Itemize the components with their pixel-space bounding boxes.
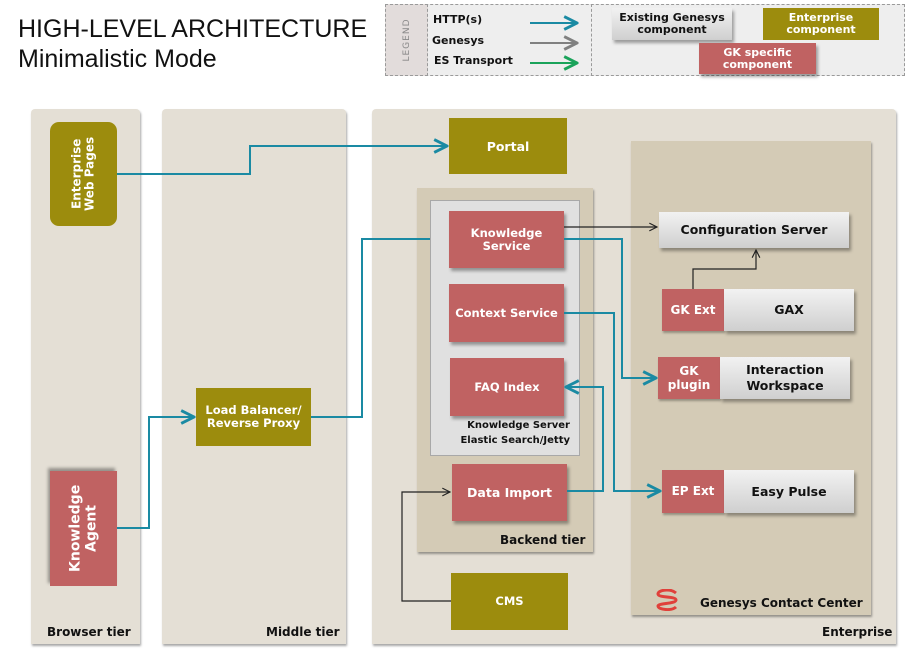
- enterprise-tier-label: Enterprise: [822, 625, 893, 639]
- genesys-logo-icon: [656, 589, 678, 611]
- legend-genesys-label: Genesys: [432, 34, 485, 47]
- gk-ext[interactable]: GK Ext: [662, 289, 724, 331]
- gax[interactable]: GAX: [724, 289, 854, 331]
- data-import[interactable]: Data Import: [452, 464, 567, 521]
- legend-es-transport-label: ES Transport: [434, 54, 513, 67]
- cms[interactable]: CMS: [451, 573, 568, 630]
- knowledge-server-label: Knowledge Server Elastic Search/Jetty: [440, 418, 570, 448]
- legend-tab: LEGEND: [385, 4, 428, 76]
- middle-tier-label: Middle tier: [266, 625, 340, 639]
- knowledge-server-label-2: Elastic Search/Jetty: [460, 435, 570, 446]
- middle-tier: [162, 109, 346, 644]
- title-line-1: HIGH-LEVEL ARCHITECTURE: [18, 15, 368, 43]
- page-title: HIGH-LEVEL ARCHITECTURE Minimalistic Mod…: [18, 14, 367, 74]
- legend-tab-label: LEGEND: [401, 18, 412, 62]
- load-balancer[interactable]: Load Balancer/ Reverse Proxy: [196, 388, 311, 446]
- interaction-workspace[interactable]: Interaction Workspace: [720, 357, 850, 399]
- legend-existing-genesys-component: Existing Genesys component: [612, 8, 732, 40]
- browser-tier-label: Browser tier: [47, 625, 131, 639]
- configuration-server[interactable]: Configuration Server: [659, 212, 849, 248]
- enterprise-web-pages[interactable]: Enterprise Web Pages: [50, 122, 117, 226]
- legend-divider: [591, 4, 592, 76]
- knowledge-server-label-1: Knowledge Server: [467, 420, 570, 431]
- legend-gk-specific-component: GK specific component: [699, 43, 816, 74]
- context-service[interactable]: Context Service: [449, 284, 564, 342]
- contact-center-label: Genesys Contact Center: [700, 596, 863, 610]
- knowledge-agent[interactable]: Knowledge Agent: [50, 471, 117, 586]
- easy-pulse[interactable]: Easy Pulse: [724, 470, 854, 513]
- faq-index[interactable]: FAQ Index: [450, 358, 564, 416]
- legend-http-label: HTTP(s): [433, 13, 483, 26]
- ep-ext[interactable]: EP Ext: [662, 470, 724, 513]
- portal[interactable]: Portal: [449, 118, 567, 174]
- knowledge-service[interactable]: Knowledge Service: [449, 211, 564, 268]
- title-line-2: Minimalistic Mode: [18, 45, 217, 73]
- legend-enterprise-component: Enterprise component: [763, 8, 879, 40]
- gk-plugin[interactable]: GK plugin: [658, 357, 720, 399]
- backend-tier-label: Backend tier: [500, 533, 586, 547]
